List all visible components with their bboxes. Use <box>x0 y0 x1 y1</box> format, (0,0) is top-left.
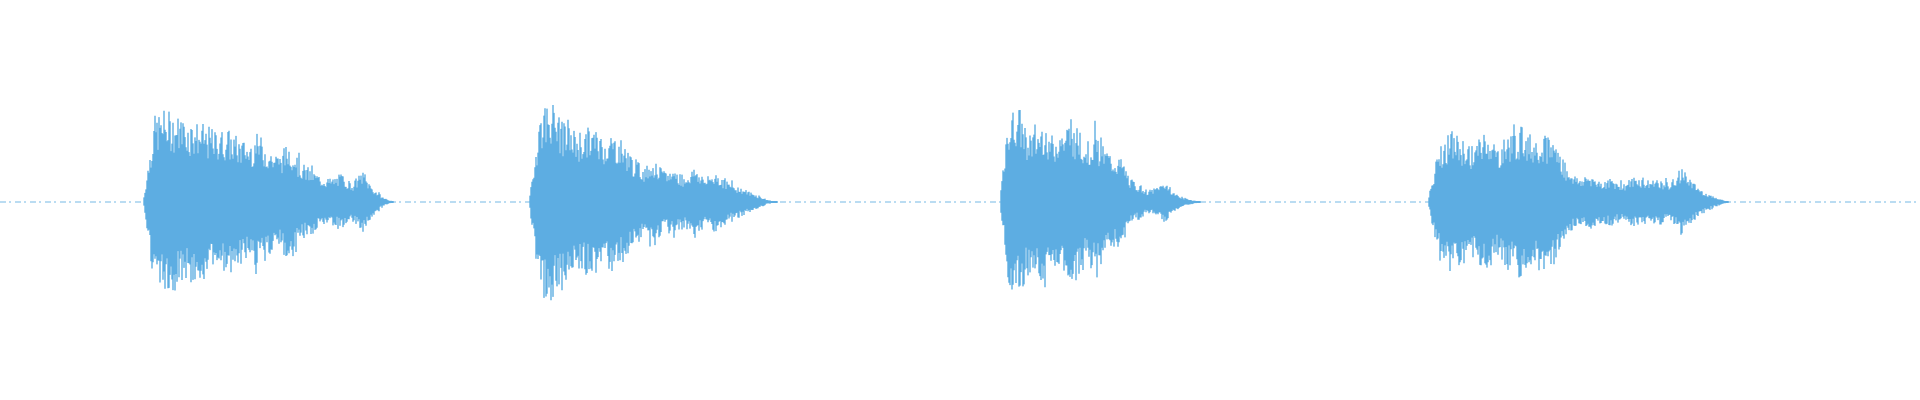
waveform-bars <box>143 110 394 291</box>
waveform-bars <box>529 105 778 301</box>
waveform-bars <box>1428 124 1729 278</box>
waveform-clip-3 <box>1000 110 1201 290</box>
waveform-clip-2 <box>529 105 778 301</box>
waveform-clip-1 <box>143 110 394 291</box>
waveform-bars <box>1000 110 1201 290</box>
waveform-clip-4 <box>1428 124 1729 278</box>
